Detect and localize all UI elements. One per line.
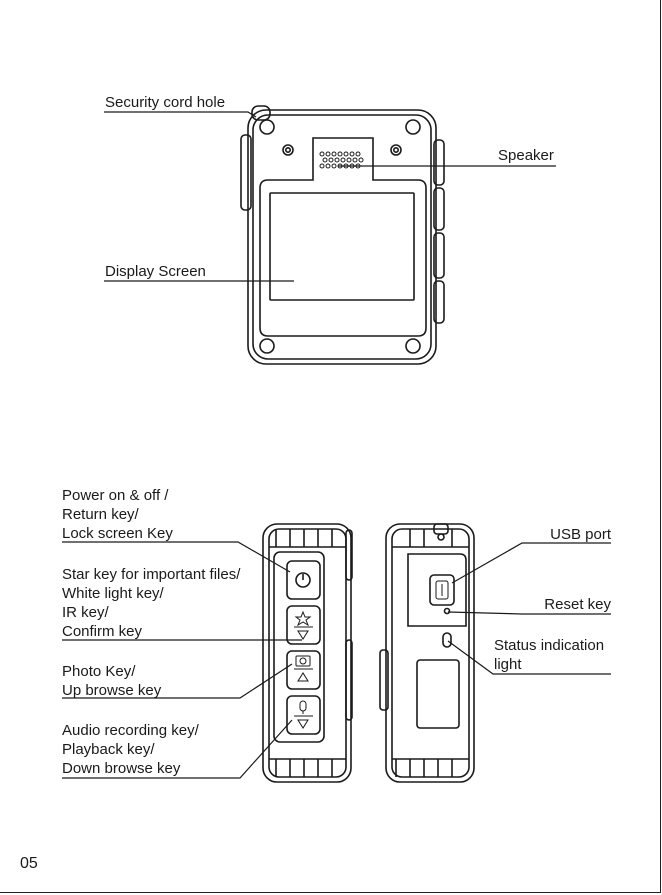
left-side-device — [263, 524, 352, 782]
label-audio-key: Audio recording key/ Playback key/ Down … — [62, 721, 199, 778]
page-number: 05 — [20, 855, 38, 873]
label-star-key: Star key for important files/ White ligh… — [62, 565, 240, 641]
label-status-light: Status indication light — [494, 636, 604, 674]
label-security-cord-hole: Security cord hole — [105, 93, 225, 112]
right-side-device — [380, 524, 474, 782]
label-display-screen: Display Screen — [105, 262, 206, 281]
label-power-key: Power on & off / Return key/ Lock screen… — [62, 486, 173, 543]
label-usb-port: USB port — [511, 525, 611, 544]
label-speaker: Speaker — [498, 146, 554, 165]
label-reset-key: Reset key — [511, 595, 611, 614]
label-photo-key: Photo Key/ Up browse key — [62, 662, 161, 700]
front-view-device — [241, 106, 444, 364]
